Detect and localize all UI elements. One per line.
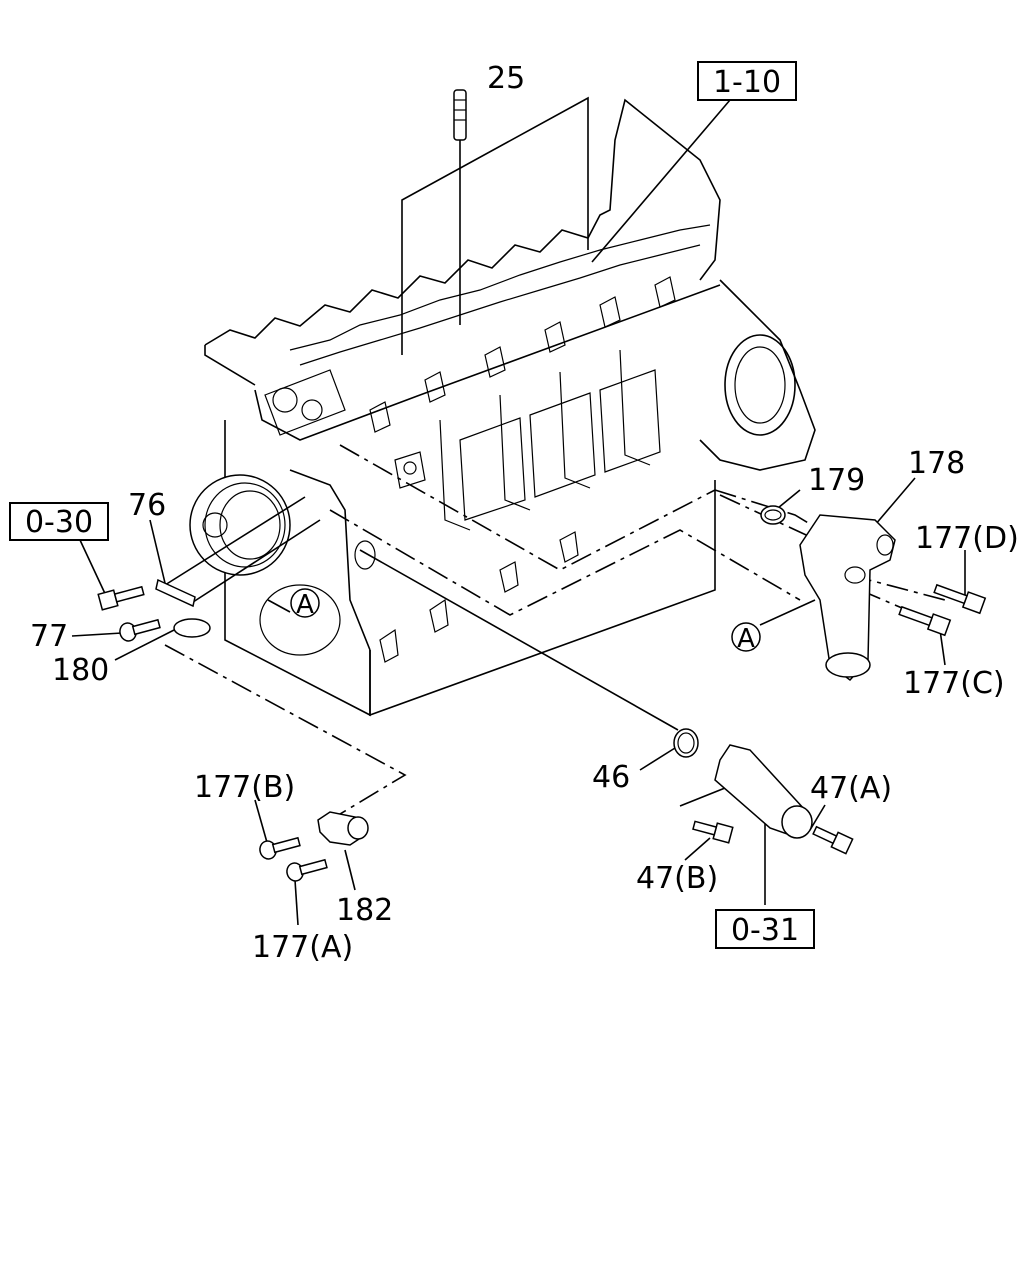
ref-label-0-31: 0-31 bbox=[731, 913, 799, 948]
part-label-76: 76 bbox=[128, 488, 166, 523]
part-label-182: 182 bbox=[336, 893, 393, 928]
part-label-47b: 47(B) bbox=[636, 861, 718, 896]
ref-label-0-30: 0-30 bbox=[25, 505, 93, 540]
callout-a-left-circle bbox=[290, 588, 320, 618]
part-label-179: 179 bbox=[808, 463, 865, 498]
callout-a-right-circle bbox=[731, 622, 761, 652]
part-label-178: 178 bbox=[908, 446, 965, 481]
parts bbox=[97, 89, 987, 882]
ref-box-0-31 bbox=[715, 909, 815, 949]
part-label-77: 77 bbox=[30, 619, 68, 654]
ref-box-0-30 bbox=[9, 502, 109, 541]
callout-a-left: A bbox=[296, 590, 314, 620]
part-label-177b: 177(B) bbox=[194, 770, 295, 805]
part-label-177d: 177(D) bbox=[915, 521, 1019, 556]
part-label-25: 25 bbox=[487, 61, 525, 96]
part-label-177c: 177(C) bbox=[903, 666, 1005, 701]
engine-block bbox=[189, 98, 816, 717]
part-label-47a: 47(A) bbox=[810, 771, 892, 806]
part-label-46: 46 bbox=[592, 760, 630, 795]
part-label-177a: 177(A) bbox=[252, 930, 353, 965]
ref-label-1-10: 1-10 bbox=[713, 65, 781, 100]
leader-lines bbox=[71, 96, 966, 926]
callout-a-right: A bbox=[737, 624, 755, 654]
ref-box-1-10 bbox=[697, 61, 797, 101]
part-label-180: 180 bbox=[52, 653, 109, 688]
